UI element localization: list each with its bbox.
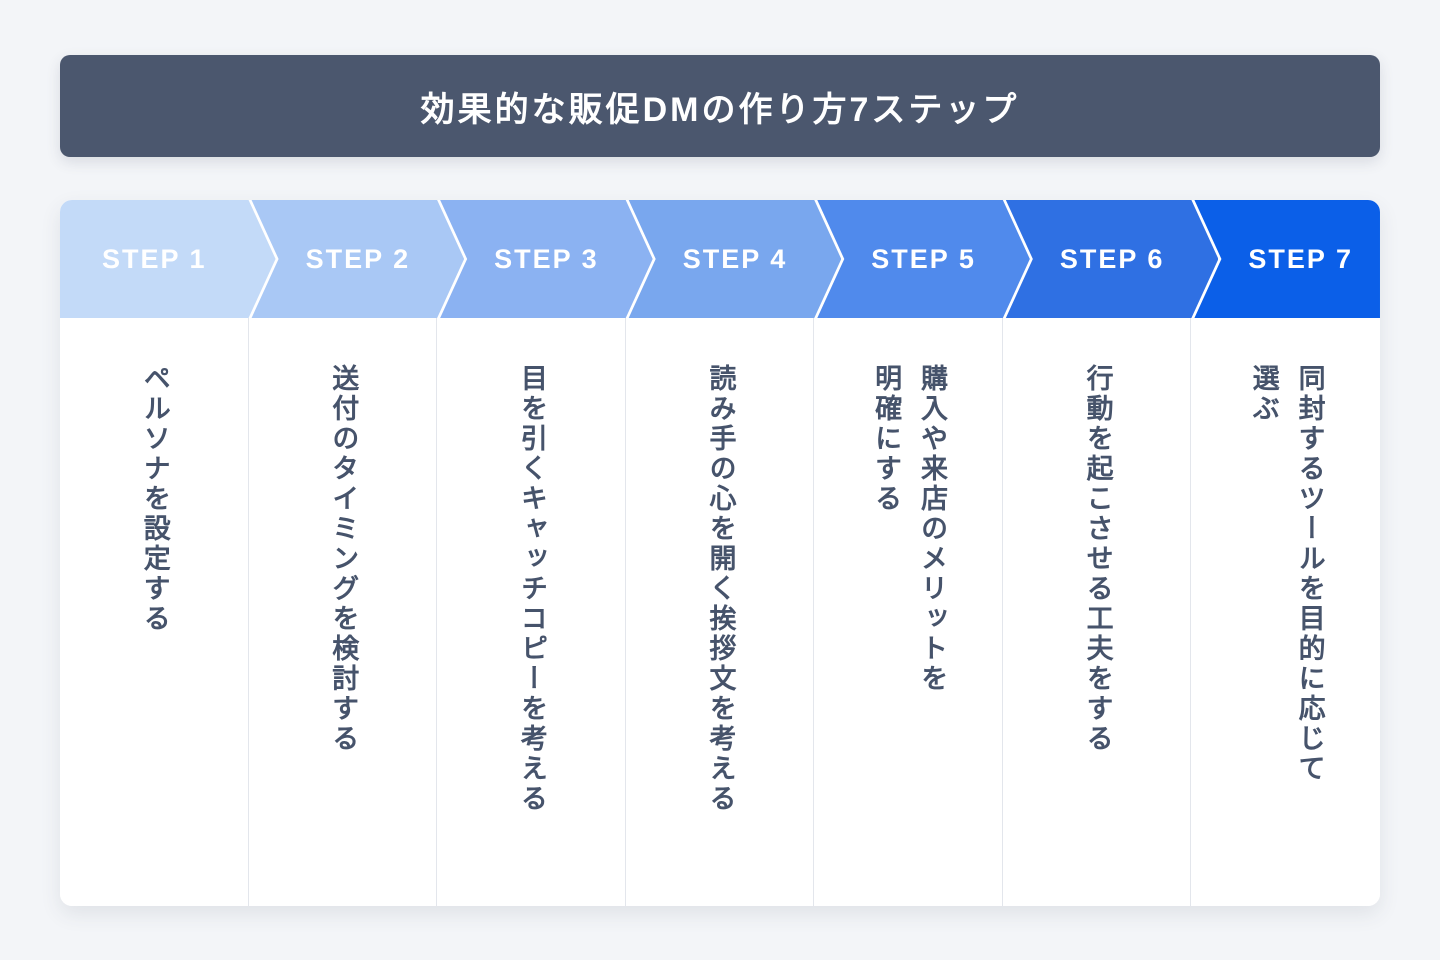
- step-column-4: 読み手の心を開く挨拶文を考える: [626, 318, 815, 906]
- step-column-5: 購入や来店のメリットを 明確にする: [814, 318, 1003, 906]
- title-bar: 効果的な販促DMの作り方7ステップ: [60, 55, 1380, 157]
- step-header-2: STEP 2: [249, 200, 465, 318]
- columns: ペルソナを設定する 送付のタイミングを検討する 目を引くキャッチコピーを考える …: [60, 318, 1380, 906]
- steps-card: STEP 1 STEP 2 STEP 3 STEP 4 STEP 5 STEP …: [60, 200, 1380, 906]
- step-header-6: STEP 6: [1003, 200, 1219, 318]
- chevron-band: STEP 1 STEP 2 STEP 3 STEP 4 STEP 5 STEP …: [60, 200, 1380, 318]
- step-label: STEP 2: [305, 243, 411, 274]
- step-column-6: 行動を起こさせる工夫をする: [1003, 318, 1192, 906]
- step-header-7: STEP 7: [1194, 200, 1380, 318]
- step-label: STEP 3: [494, 243, 599, 274]
- page: 効果的な販促DMの作り方7ステップ STEP 1 STEP 2 STEP 3 S…: [60, 55, 1380, 906]
- step-label: STEP 7: [1248, 243, 1353, 274]
- step-text: 読み手の心を開く挨拶文を考える: [705, 364, 736, 814]
- step-text: 購入や来店のメリットを 明確にする: [871, 364, 947, 694]
- step-text: 送付のタイミングを検討する: [328, 364, 359, 754]
- step-label: STEP 6: [1059, 243, 1165, 274]
- step-label: STEP 1: [102, 243, 207, 274]
- step-label: STEP 5: [871, 243, 976, 274]
- step-label: STEP 4: [682, 243, 788, 274]
- step-column-2: 送付のタイミングを検討する: [249, 318, 438, 906]
- step-header-1: STEP 1: [60, 200, 276, 318]
- step-column-1: ペルソナを設定する: [60, 318, 249, 906]
- step-column-3: 目を引くキャッチコピーを考える: [437, 318, 626, 906]
- step-header-4: STEP 4: [626, 200, 842, 318]
- step-text: ペルソナを設定する: [139, 364, 170, 634]
- step-text: 目を引くキャッチコピーを考える: [516, 364, 547, 814]
- step-text: 同封するツールを目的に応じて 選ぶ: [1248, 364, 1325, 784]
- step-header-5: STEP 5: [814, 200, 1030, 318]
- step-header-3: STEP 3: [437, 200, 653, 318]
- page-title: 効果的な販促DMの作り方7ステップ: [420, 90, 1020, 129]
- step-text: 行動を起こさせる工夫をする: [1082, 364, 1113, 754]
- step-column-7: 同封するツールを目的に応じて 選ぶ: [1191, 318, 1380, 906]
